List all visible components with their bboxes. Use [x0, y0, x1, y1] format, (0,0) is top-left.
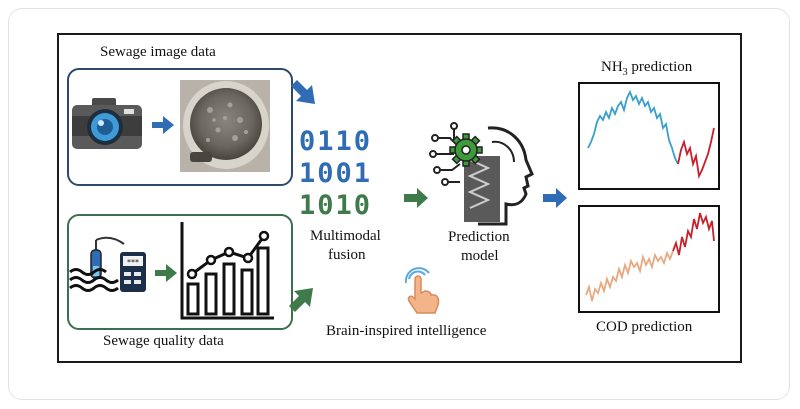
- bar-line-chart-icon: [180, 222, 274, 320]
- svg-text:***: ***: [127, 258, 139, 267]
- nh3-history-series: [587, 89, 679, 165]
- fusion-label-line1: Multimodal: [310, 228, 381, 244]
- binary-row-1: 0110: [299, 126, 373, 157]
- touch-hand-icon: [404, 267, 440, 314]
- arrow-icon: [543, 188, 567, 208]
- camera-icon: [72, 98, 142, 149]
- arrow-icon: [404, 188, 428, 208]
- nh3-forecast-series: [677, 127, 715, 179]
- water-sensor-icon: ***: [69, 236, 146, 292]
- arrow-icon: [155, 264, 177, 282]
- image-data-box: [67, 68, 293, 186]
- cod-history-series: [585, 250, 674, 302]
- fusion-label-line2: fusion: [328, 247, 366, 263]
- sewage-image-label: Sewage image data: [100, 44, 216, 60]
- quality-data-box: [67, 214, 293, 330]
- arrow-to-fusion-icon: [289, 288, 313, 312]
- cod-prediction-chart: [578, 205, 720, 313]
- cod-forecast-series: [672, 212, 715, 256]
- binary-row-3: 1010: [299, 190, 373, 221]
- sewage-quality-label: Sewage quality data: [103, 333, 224, 349]
- model-label-line1: Prediction: [448, 229, 510, 245]
- arrow-icon: [152, 116, 174, 134]
- binary-row-2: 1001: [299, 158, 373, 189]
- nh3-prediction-title: NH3 prediction: [601, 59, 693, 78]
- nh3-prediction-chart: [578, 82, 720, 190]
- model-label-line2: model: [461, 248, 499, 264]
- ai-head-icon: [429, 122, 534, 226]
- arrow-to-fusion-icon: [291, 80, 315, 104]
- brain-inspired-label: Brain-inspired intelligence: [326, 323, 487, 339]
- sewage-photo: [180, 80, 270, 172]
- cod-prediction-title: COD prediction: [596, 319, 693, 335]
